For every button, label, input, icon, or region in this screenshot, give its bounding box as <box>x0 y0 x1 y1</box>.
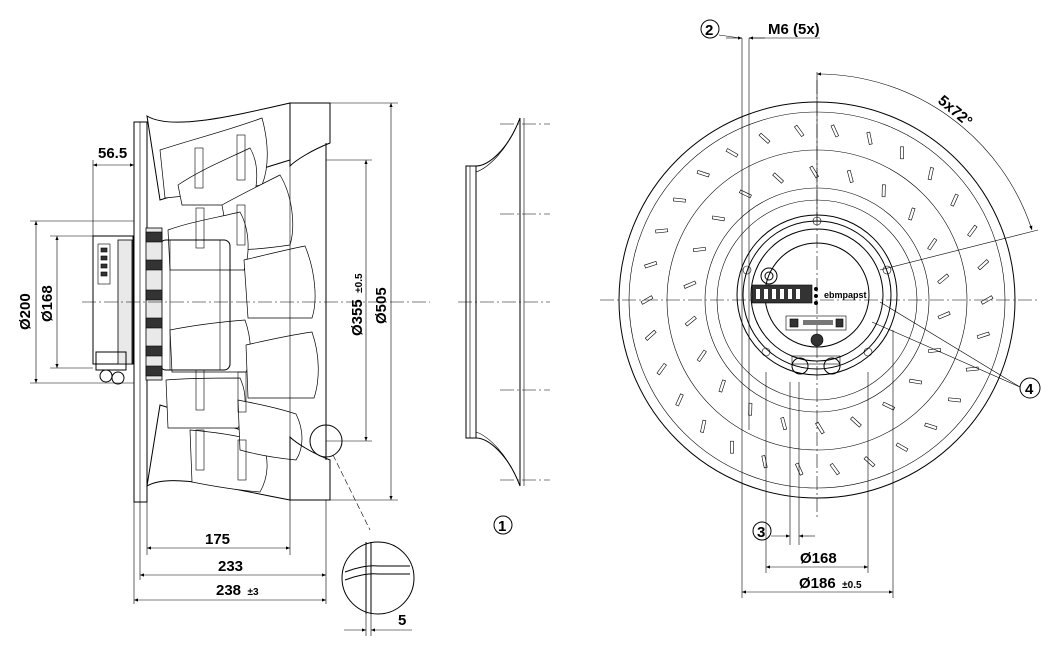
blade-slot <box>718 379 726 393</box>
dim-motor-dia: Ø168 <box>39 285 56 322</box>
callout-1: 1 <box>498 518 506 535</box>
blade-slot <box>696 170 710 178</box>
front-view: ebmpapst 2 M6 (5x) 5x72° 4 3 <box>600 19 1041 598</box>
blade-slot <box>866 131 873 145</box>
blade-slot <box>829 462 840 476</box>
impeller-shroud <box>289 102 331 168</box>
blade-slot <box>655 228 669 234</box>
blade-slot <box>976 331 990 339</box>
blade-slot <box>937 311 951 320</box>
dim-angle: 5x72° <box>934 92 975 130</box>
blade-slot <box>927 167 934 181</box>
blade-slot <box>772 172 784 184</box>
blade-slot <box>950 193 959 207</box>
blade-slot <box>656 362 667 376</box>
impeller-blades <box>159 117 319 493</box>
blade-slot <box>692 246 706 253</box>
side-view: 56.5 Ø200 Ø168 Ø355 ±0.5 Ø505 175 <box>17 102 430 636</box>
callout-3: 3 <box>757 524 765 541</box>
blade-slot <box>900 146 904 160</box>
dim-flange-dia: Ø200 <box>17 293 34 330</box>
dim-hub-offset: 56.5 <box>98 145 127 162</box>
blade-slot <box>924 422 938 430</box>
blade-slot <box>908 207 916 221</box>
blade-slot <box>881 184 886 198</box>
blade-slot <box>882 401 896 411</box>
blade-slot <box>644 261 658 269</box>
brand-label: ebmpapst <box>824 290 867 300</box>
blade-slot <box>684 315 697 327</box>
blade-slot <box>937 273 950 285</box>
blade-slot <box>927 237 938 251</box>
callout-1-marker <box>493 515 513 535</box>
dim-detail-5: 5 <box>398 612 406 629</box>
dim-depth-233: 233 <box>218 558 243 575</box>
blade-slot <box>725 148 739 158</box>
blade-slot <box>967 224 978 238</box>
dim-depth-175: 175 <box>205 531 230 548</box>
callout-2: 2 <box>705 22 713 39</box>
blade-slot <box>780 417 788 431</box>
blade-slot <box>683 280 697 289</box>
blade-slot <box>673 197 686 203</box>
dim-overall-depth: 238 ±3 <box>216 582 259 599</box>
dim-inlet-dia: Ø355 ±0.5 <box>349 273 366 336</box>
blade-slot <box>928 347 942 354</box>
dim-bolt-circle-168: Ø168 <box>800 550 837 567</box>
dim-bolt-circle-186: Ø186 ±0.5 <box>799 575 862 592</box>
blade-slot <box>711 215 725 222</box>
blade-slot <box>730 440 734 454</box>
inlet-ring-view: 1 <box>458 117 550 535</box>
back-plate <box>133 121 148 503</box>
blade-slot <box>846 169 854 183</box>
blade-slot <box>948 397 961 403</box>
blade-slot <box>895 442 909 452</box>
blade-slot <box>644 329 657 341</box>
dim-thread: M6 (5x) <box>768 21 820 38</box>
blade-slot <box>758 132 771 144</box>
blade-slot <box>700 419 707 433</box>
blade-slot <box>738 189 752 199</box>
callout-2-marker <box>700 19 720 39</box>
blade-slot <box>850 416 862 428</box>
blade-slot <box>909 378 923 385</box>
blade-slot <box>761 455 768 469</box>
electronics-housing <box>92 235 134 365</box>
blade-slot <box>696 349 707 363</box>
blade-slot <box>675 393 684 407</box>
dim-outer-dia: Ø505 <box>373 287 390 324</box>
callout-3-marker <box>752 521 772 541</box>
blade-slot <box>863 456 876 468</box>
blade-slot <box>977 259 990 271</box>
callout-4-marker <box>1019 377 1041 399</box>
blade-slot <box>794 124 805 138</box>
blade-slot <box>830 124 840 138</box>
shroud-detail <box>341 541 415 636</box>
callout-4: 4 <box>1025 381 1034 398</box>
